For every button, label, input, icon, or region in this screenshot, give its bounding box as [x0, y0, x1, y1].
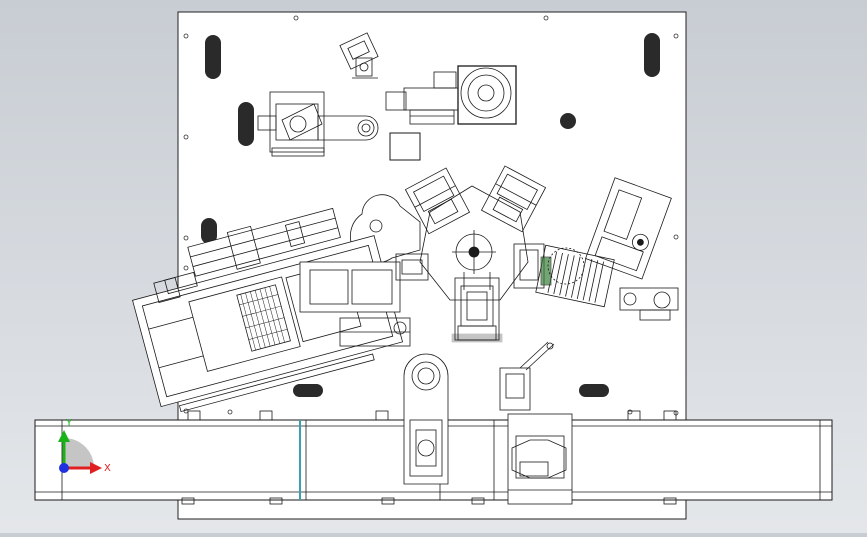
y-axis-label: Y [65, 418, 73, 429]
right-feeder-module[interactable] [585, 177, 672, 280]
left-cylinder[interactable] [153, 271, 198, 303]
bottom-small-module[interactable] [499, 341, 555, 411]
mounting-slots [201, 33, 660, 397]
pick-arm-module[interactable] [257, 91, 379, 157]
small-clamp-module[interactable] [339, 32, 379, 79]
middle-gripper[interactable] [299, 253, 429, 347]
conveyor-gate[interactable] [507, 413, 573, 505]
conveyor-arm[interactable] [403, 353, 449, 485]
rotary-index-table[interactable] [349, 185, 529, 301]
rotary-motor-module[interactable] [385, 65, 517, 125]
upper-rail[interactable] [187, 205, 342, 281]
station-upper-right[interactable] [480, 165, 547, 233]
station-bottom[interactable] [451, 272, 503, 343]
z-axis-dot [59, 463, 69, 473]
square-block [389, 132, 421, 161]
station-right[interactable] [513, 243, 615, 308]
triad-plane [64, 438, 94, 468]
x-arrow-head [90, 462, 102, 474]
x-axis-label: X [104, 463, 111, 474]
y-arrow-head [58, 430, 70, 442]
station-upper-left[interactable] [404, 167, 471, 235]
coordinate-triad: X Y [58, 418, 111, 474]
right-cylinder[interactable] [619, 287, 679, 321]
